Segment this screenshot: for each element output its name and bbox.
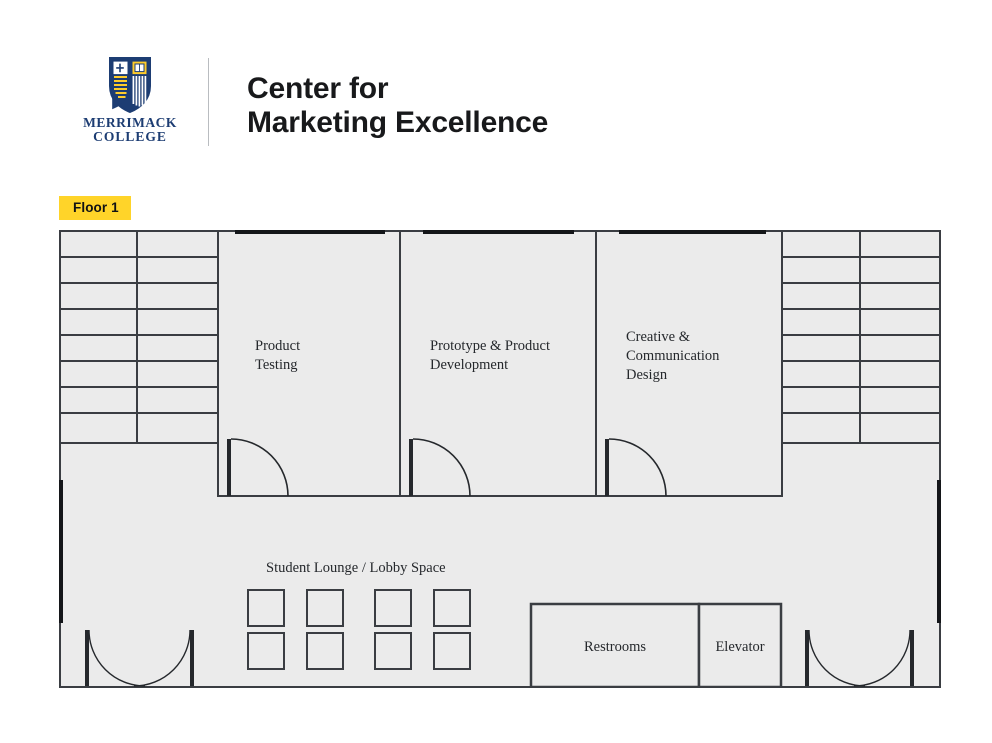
area-student-lounge: Student Lounge / Lobby Space [247, 560, 471, 670]
door-leaf-icon [227, 439, 231, 496]
logo-wordmark-line1: MERRIMACK [83, 115, 177, 130]
window-icon-right-wall [937, 480, 941, 623]
door-swing-icon [230, 438, 289, 497]
page-title-line2: Marketing Excellence [247, 106, 549, 139]
room-creative-communication-design: Creative & Communication Design [595, 230, 783, 497]
room-restrooms: Restrooms [529, 602, 701, 688]
door-leaf-icon [409, 439, 413, 496]
lounge-seat-icon [306, 589, 344, 627]
page-title-line1: Center for [247, 72, 389, 105]
lounge-label: Student Lounge / Lobby Space [266, 560, 446, 576]
restrooms-label: Restrooms [584, 639, 646, 655]
room-prototype-product-development: Prototype & Product Development [399, 230, 598, 497]
floor-plan: Product Testing Prototype & Product Deve… [59, 230, 941, 688]
window-icon-left-wall [59, 480, 63, 623]
door-swing-icon [133, 629, 191, 687]
room-label: Prototype & Product Development [430, 338, 554, 373]
door-swing-icon [88, 629, 146, 687]
page-title: Center for Marketing Excellence [247, 72, 548, 140]
room-product-testing: Product Testing [217, 230, 402, 497]
room-label: Product Testing [255, 338, 304, 373]
door-leaf-icon [605, 439, 609, 496]
door-leaf-icon [85, 630, 89, 686]
lounge-seat-icon [433, 632, 471, 670]
door-swing-icon [808, 629, 866, 687]
page-header: MERRIMACK COLLEGE Center for Marketing E… [0, 0, 992, 175]
floor-plan-svg: Product Testing Prototype & Product Deve… [59, 230, 941, 688]
lounge-seat-icon [247, 632, 285, 670]
entrance-doors-left [85, 629, 194, 687]
lounge-seat-icon [306, 632, 344, 670]
entrance-doors-right [805, 629, 914, 687]
window-icon [235, 230, 385, 234]
header-divider [208, 58, 209, 146]
lounge-seat-icon [247, 589, 285, 627]
door-leaf-icon [910, 630, 914, 686]
door-leaf-icon [190, 630, 194, 686]
door-leaf-icon [805, 630, 809, 686]
door-swing-icon [608, 438, 667, 497]
window-icon [619, 230, 766, 234]
floor-badge: Floor 1 [59, 196, 131, 220]
lounge-seat-icon [374, 589, 412, 627]
logo-wordmark-line2: COLLEGE [93, 129, 167, 144]
door-swing-icon [853, 629, 911, 687]
merrimack-college-logo: MERRIMACK COLLEGE [70, 56, 190, 144]
lounge-seat-icon [374, 632, 412, 670]
stairwell-right [779, 230, 941, 444]
room-elevator: Elevator [697, 602, 783, 688]
lounge-seat-icon [433, 589, 471, 627]
logo-wordmark: MERRIMACK COLLEGE [70, 116, 190, 144]
door-swing-icon [412, 438, 471, 497]
room-label: Creative & Communication Design [626, 329, 723, 383]
window-icon [423, 230, 574, 234]
stairwell-left [59, 230, 221, 444]
elevator-label: Elevator [715, 639, 764, 655]
shield-icon [109, 57, 151, 114]
